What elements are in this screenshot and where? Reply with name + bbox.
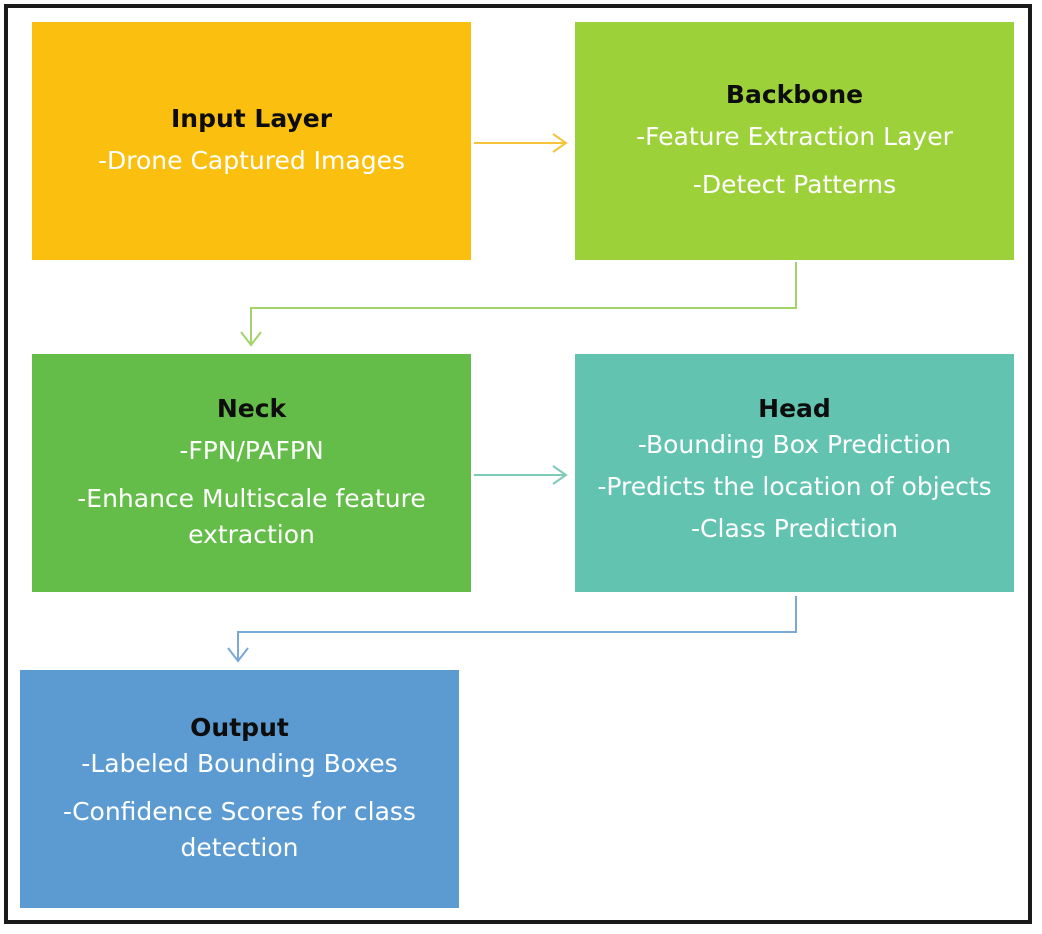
- input-layer-title: Input Layer: [170, 103, 333, 133]
- backbone-line: -Feature Extraction Layer: [636, 121, 953, 151]
- output-box: Output -Labeled Bounding Boxes -Confiden…: [20, 670, 459, 908]
- head-box: Head -Bounding Box Prediction -Predicts …: [575, 354, 1014, 592]
- head-line: -Class Prediction: [691, 513, 898, 543]
- input-layer-line: -Drone Captured Images: [97, 145, 405, 175]
- head-title: Head: [758, 393, 831, 423]
- backbone-title: Backbone: [725, 79, 864, 109]
- head-line: -Bounding Box Prediction: [637, 429, 952, 459]
- neck-line: -FPN/PAFPN: [179, 435, 324, 465]
- head-line: -Predicts the location of objects: [597, 471, 992, 501]
- backbone-line: -Detect Patterns: [692, 169, 897, 199]
- neck-box: Neck -FPN/PAFPN -Enhance Multiscale feat…: [32, 354, 471, 592]
- output-line: -Labeled Bounding Boxes: [81, 748, 398, 778]
- neck-title: Neck: [216, 393, 287, 423]
- output-line: -Confidence Scores for class detection: [63, 796, 416, 862]
- input-layer-box: Input Layer -Drone Captured Images: [32, 22, 471, 260]
- output-title: Output: [190, 712, 289, 742]
- neck-line: -Enhance Multiscale feature extraction: [77, 483, 426, 549]
- backbone-box: Backbone -Feature Extraction Layer -Dete…: [575, 22, 1014, 260]
